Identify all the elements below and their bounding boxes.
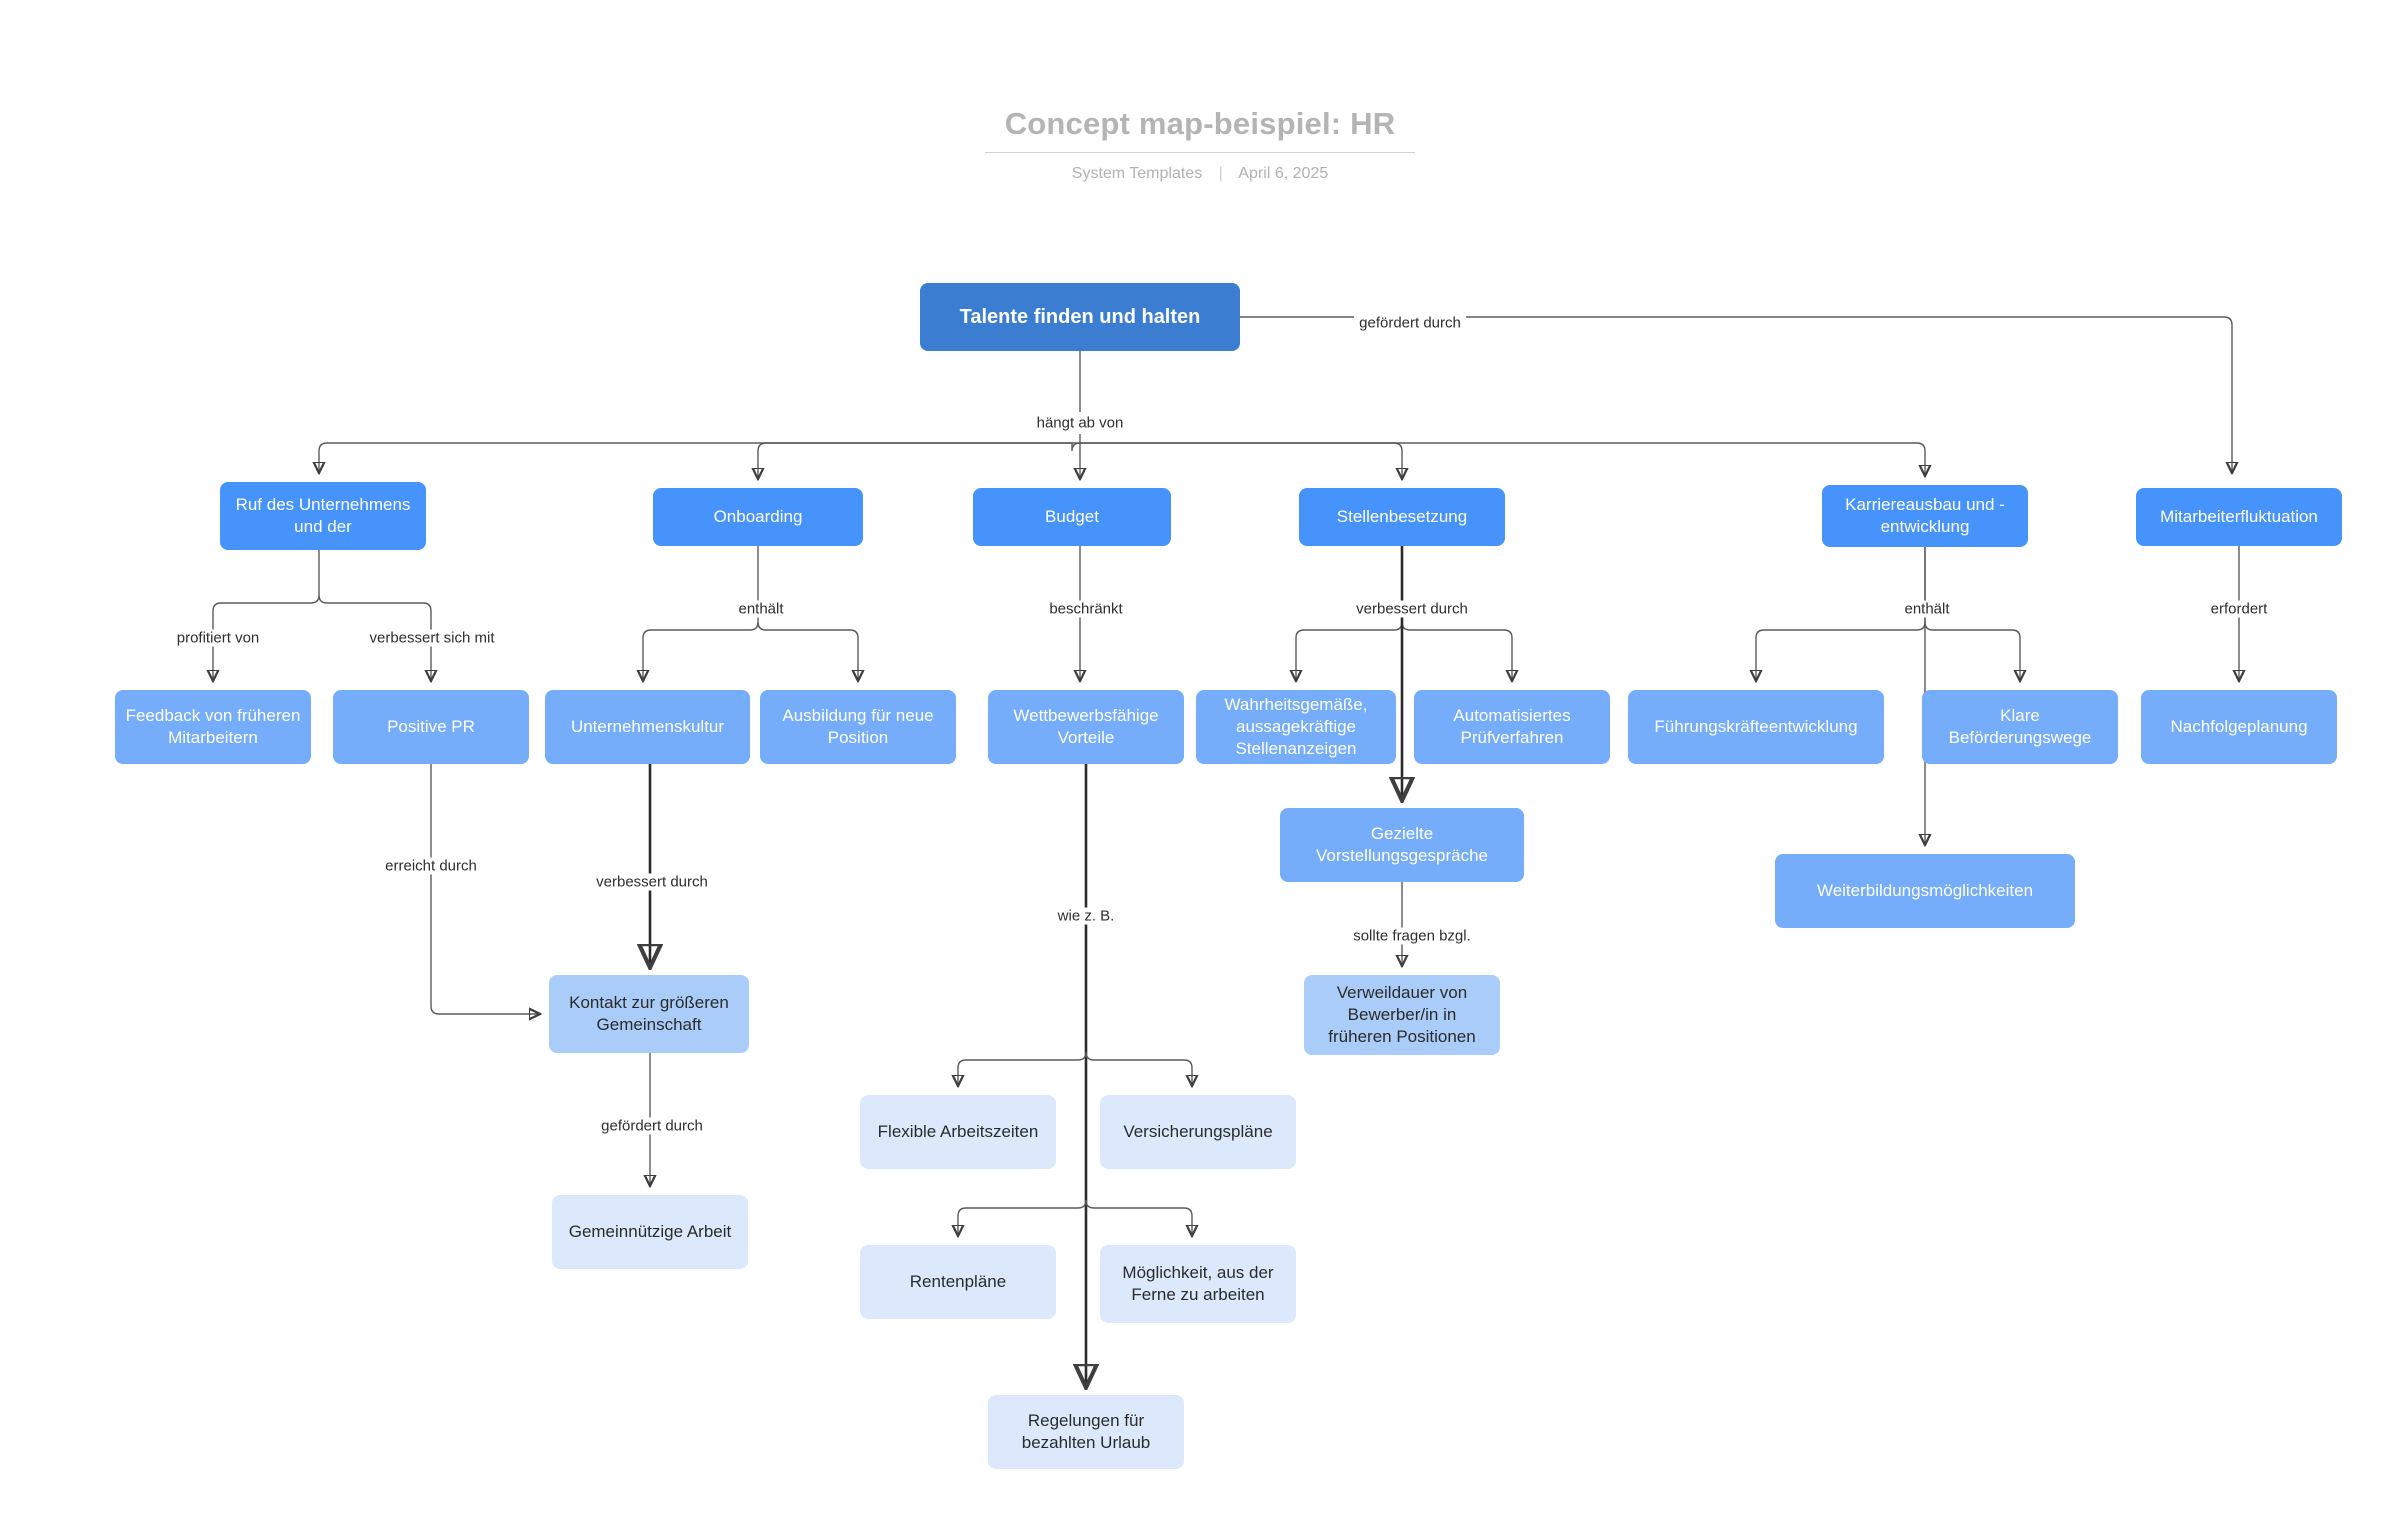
edge-label-enthaelt-karriere: enthält xyxy=(1899,600,1955,618)
edge-onb-ausbildung xyxy=(757,621,858,680)
edge-vorteile-flex xyxy=(958,1051,1087,1085)
edge-label-enthaelt-onboarding: enthält xyxy=(733,600,789,618)
edge-stellen-pruef xyxy=(1401,621,1512,680)
node-label: Verweildauer von Bewerber/in in früheren… xyxy=(1328,982,1476,1047)
node-rentenplaene[interactable]: Rentenpläne xyxy=(860,1245,1056,1319)
node-label: Stellenbesetzung xyxy=(1336,506,1468,526)
node-mitarbeiterfluktuation[interactable]: Mitarbeiterfluktuation xyxy=(2136,488,2342,546)
edge-pr-kontakt xyxy=(430,764,539,1014)
edge-vorteile-versich xyxy=(1085,1051,1192,1085)
node-label: Automatisiertes Prüfverfahren xyxy=(1453,705,1571,747)
node-versicherungsplaene[interactable]: Versicherungspläne xyxy=(1100,1095,1296,1169)
node-unternehmenskultur[interactable]: Unternehmenskultur xyxy=(545,690,750,764)
node-label: Führungskräfteentwicklung xyxy=(1654,716,1858,736)
node-fuehrungskraefteentwicklung[interactable]: Führungskräfteentwicklung xyxy=(1628,690,1884,764)
edge-karriere-fuehrung xyxy=(1756,621,1926,680)
node-label: Nachfolgeplanung xyxy=(2170,716,2308,736)
meta-date: April 6, 2025 xyxy=(1238,165,1329,183)
node-label: Onboarding xyxy=(713,506,803,526)
node-label: Gezielte Vorstellungsgespräche xyxy=(1315,823,1488,865)
node-gezielte-vorstellungsgespraeche[interactable]: Gezielte Vorstellungsgespräche xyxy=(1280,808,1524,882)
node-wettbewerbsfaehige-vorteile[interactable]: Wettbewerbsfähige Vorteile xyxy=(988,690,1184,764)
edge-label-erfordert: erfordert xyxy=(2205,600,2273,618)
title-divider xyxy=(985,152,1415,154)
node-talente-finden-und-halten[interactable]: Talente finden und halten xyxy=(920,283,1240,351)
edge-label-verbessert-sich-mit: verbessert sich mit xyxy=(364,629,500,647)
node-ruf-des-unternehmens[interactable]: Ruf des Unternehmens und der xyxy=(220,482,426,550)
node-label: Kontakt zur größeren Gemeinschaft xyxy=(569,992,729,1034)
node-onboarding[interactable]: Onboarding xyxy=(653,488,863,546)
node-feedback-von-frueheren-mitarbeitern[interactable]: Feedback von früheren Mitarbeitern xyxy=(115,690,311,764)
edge-root-fluktuation xyxy=(1240,316,2232,472)
node-label: Budget xyxy=(1045,506,1099,526)
edge-ruf-pr xyxy=(318,594,431,680)
edge-label-gefoerdert-durch-kontakt: gefördert durch xyxy=(596,1117,708,1135)
node-positive-pr[interactable]: Positive PR xyxy=(333,690,529,764)
edge-label-profitiert-von: profitiert von xyxy=(171,629,265,647)
edge-label-verbessert-durch-kultur: verbessert durch xyxy=(591,873,713,891)
node-budget[interactable]: Budget xyxy=(973,488,1171,546)
meta-author: System Templates xyxy=(1071,165,1203,183)
edge-label-erreicht-durch: erreicht durch xyxy=(380,857,482,875)
node-label: Versicherungspläne xyxy=(1123,1121,1273,1141)
node-label: Wettbewerbsfähige Vorteile xyxy=(1013,705,1159,747)
edge-karriere-wege xyxy=(1924,621,2020,680)
node-label: Ausbildung für neue Position xyxy=(782,705,934,747)
node-klare-befoerderungswege[interactable]: Klare Beförderungswege xyxy=(1922,690,2118,764)
node-flexible-arbeitszeiten[interactable]: Flexible Arbeitszeiten xyxy=(860,1095,1056,1169)
edge-label-gefoerdert-durch-root: gefördert durch xyxy=(1354,314,1466,332)
node-label: Wahrheitsgemäße, aussagekräftige Stellen… xyxy=(1224,694,1368,759)
node-label: Regelungen für bezahlten Urlaub xyxy=(1021,1410,1151,1452)
node-label: Feedback von früheren Mitarbeitern xyxy=(125,705,301,747)
node-kontakt-zur-groesseren-gemeinschaft[interactable]: Kontakt zur größeren Gemeinschaft xyxy=(549,975,749,1053)
edge-bus-stellen xyxy=(1080,442,1402,478)
node-weiterbildungsmoeglichkeiten[interactable]: Weiterbildungsmöglichkeiten xyxy=(1775,854,2075,928)
meta-separator: | xyxy=(1218,165,1223,183)
edge-label-haengt-ab-von: hängt ab von xyxy=(1031,414,1129,432)
node-label: Klare Beförderungswege xyxy=(1948,705,2092,747)
node-label: Möglichkeit, aus der Ferne zu arbeiten xyxy=(1122,1262,1274,1304)
node-label: Karriereausbau und -entwicklung xyxy=(1845,494,2005,536)
edge-onb-kultur xyxy=(643,621,759,680)
edge-vorteile-ferne xyxy=(1085,1199,1192,1235)
edge-label-sollte-fragen-bzgl: sollte fragen bzgl. xyxy=(1348,927,1476,945)
node-label: Rentenpläne xyxy=(909,1271,1007,1291)
document-meta: System Templates | April 6, 2025 xyxy=(0,165,2400,183)
edge-bus-karriere xyxy=(1080,442,1925,475)
edge-label-wie-z-b: wie z. B. xyxy=(1052,907,1120,925)
node-ausbildung-fuer-neue-position[interactable]: Ausbildung für neue Position xyxy=(760,690,956,764)
edge-bus-onboarding xyxy=(758,442,1080,478)
node-wahrheitsgemaesse-stellenanzeigen[interactable]: Wahrheitsgemäße, aussagekräftige Stellen… xyxy=(1196,690,1396,764)
node-verweildauer-von-bewerber[interactable]: Verweildauer von Bewerber/in in früheren… xyxy=(1304,975,1500,1055)
document-header: Concept map-beispiel: HR System Template… xyxy=(0,105,2400,183)
page-title: Concept map-beispiel: HR xyxy=(1004,106,1396,141)
node-label: Positive PR xyxy=(387,716,475,736)
edge-bus-left xyxy=(319,442,1081,472)
node-nachfolgeplanung[interactable]: Nachfolgeplanung xyxy=(2141,690,2337,764)
edge-ruf-feedback xyxy=(213,594,320,680)
node-karriereausbau-und-entwicklung[interactable]: Karriereausbau und -entwicklung xyxy=(1822,485,2028,547)
node-label: Gemeinnützige Arbeit xyxy=(568,1221,732,1241)
node-label: Weiterbildungsmöglichkeiten xyxy=(1816,880,2034,900)
edge-stellen-anzeigen xyxy=(1296,621,1403,680)
node-stellenbesetzung[interactable]: Stellenbesetzung xyxy=(1299,488,1505,546)
node-gemeinnuetzige-arbeit[interactable]: Gemeinnützige Arbeit xyxy=(552,1195,748,1269)
node-label: Flexible Arbeitszeiten xyxy=(877,1121,1039,1141)
edge-label-beschraenkt: beschränkt xyxy=(1044,600,1128,618)
node-label: Mitarbeiterfluktuation xyxy=(2160,506,2318,526)
edge-vorteile-renten xyxy=(958,1199,1087,1235)
node-label: Talente finden und halten xyxy=(959,306,1201,328)
node-moeglichkeit-aus-der-ferne-zu-arbeiten[interactable]: Möglichkeit, aus der Ferne zu arbeiten xyxy=(1100,1245,1296,1323)
node-automatisiertes-pruefverfahren[interactable]: Automatisiertes Prüfverfahren xyxy=(1414,690,1610,764)
node-label: Ruf des Unternehmens und der xyxy=(235,494,411,536)
node-regelungen-fuer-bezahlten-urlaub[interactable]: Regelungen für bezahlten Urlaub xyxy=(988,1395,1184,1469)
node-label: Unternehmenskultur xyxy=(570,716,725,736)
edge-label-verbessert-durch-stellen: verbessert durch xyxy=(1351,600,1473,618)
